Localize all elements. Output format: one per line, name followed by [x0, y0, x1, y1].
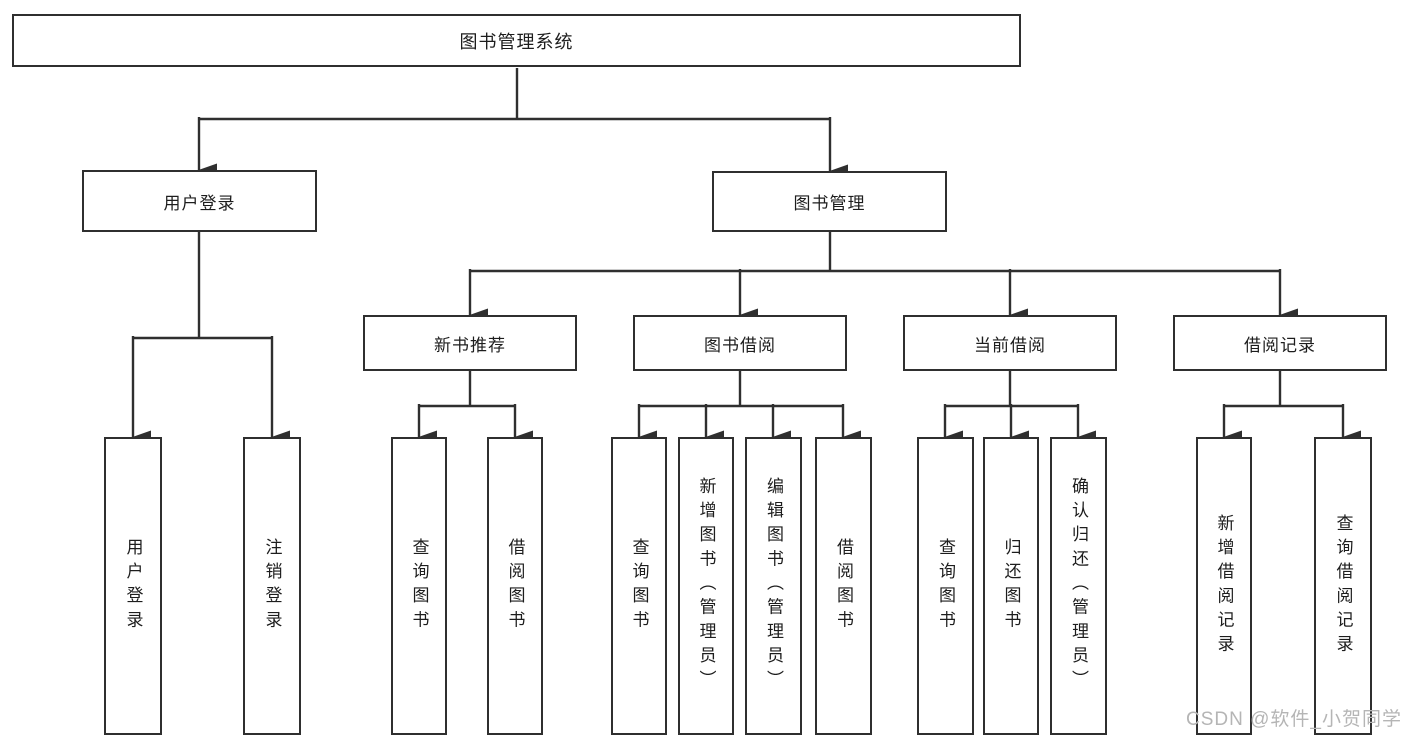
leaf-edit-books-admin-label: 编辑图书（管理员）	[764, 477, 783, 695]
leaf-edit-books-admin: 编辑图书（管理员）	[745, 437, 802, 735]
leaf-confirm-return-admin-label: 确认归还（管理员）	[1069, 477, 1088, 695]
leaf-query-books: 查询图书	[391, 437, 447, 735]
leaf-logout: 注销登录	[243, 437, 301, 735]
leaf-borrow-books: 借阅图书	[487, 437, 543, 735]
node-library-management-system: 图书管理系统	[12, 14, 1021, 67]
node-book-management: 图书管理	[712, 171, 947, 232]
leaf-user-login: 用户登录	[104, 437, 162, 735]
node-book-borrowing: 图书借阅	[633, 315, 847, 371]
csdn-watermark: CSDN @软件_小贺同学	[1186, 709, 1402, 730]
leaf-query-borrow-record-label: 查询借阅记录	[1333, 513, 1353, 659]
leaf-add-borrow-record: 新增借阅记录	[1196, 437, 1252, 735]
node-new-book-recommendation: 新书推荐	[363, 315, 577, 371]
leaf-user-login-label: 用户登录	[123, 537, 143, 635]
leaf-logout-label: 注销登录	[262, 537, 282, 635]
leaf-query-books-2: 查询图书	[611, 437, 667, 735]
leaf-borrow-books-2: 借阅图书	[815, 437, 872, 735]
node-user-login: 用户登录	[82, 170, 317, 232]
leaf-query-books-3-label: 查询图书	[936, 537, 955, 635]
leaf-query-books-label: 查询图书	[409, 537, 429, 635]
node-current-borrowing: 当前借阅	[903, 315, 1117, 371]
leaf-add-books-admin-label: 新增图书（管理员）	[696, 477, 716, 695]
leaf-borrow-books-2-label: 借阅图书	[834, 537, 853, 635]
leaf-return-books: 归还图书	[983, 437, 1039, 735]
leaf-borrow-books-label: 借阅图书	[505, 537, 525, 635]
leaf-add-books-admin: 新增图书（管理员）	[678, 437, 734, 735]
leaf-confirm-return-admin: 确认归还（管理员）	[1050, 437, 1107, 735]
leaf-query-borrow-record: 查询借阅记录	[1314, 437, 1372, 735]
leaf-return-books-label: 归还图书	[1001, 537, 1021, 635]
leaf-query-books-3: 查询图书	[917, 437, 974, 735]
leaf-query-books-2-label: 查询图书	[629, 537, 649, 635]
leaf-add-borrow-record-label: 新增借阅记录	[1214, 513, 1234, 659]
node-borrowing-records: 借阅记录	[1173, 315, 1387, 371]
